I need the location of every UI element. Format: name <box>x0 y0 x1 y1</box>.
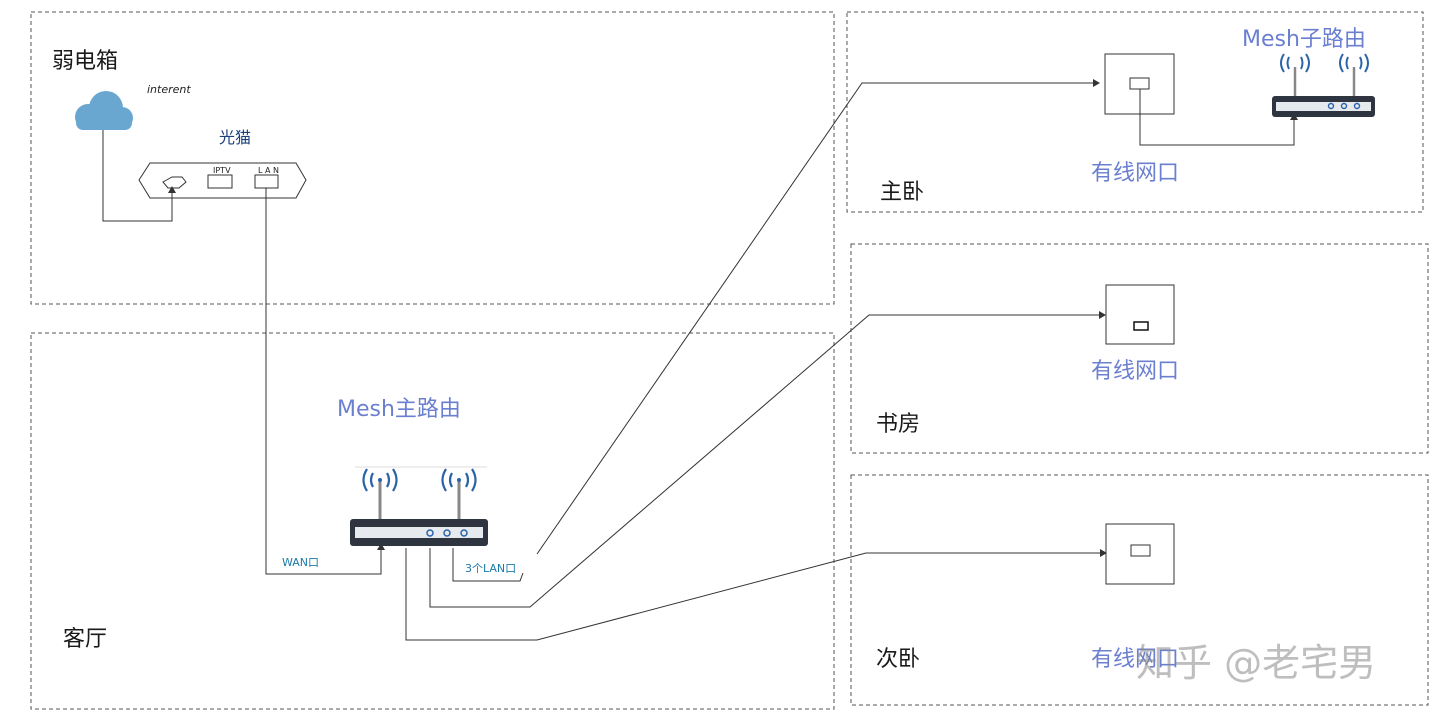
second-bedroom-area <box>850 474 1429 706</box>
room-label-master: 主卧 <box>880 180 924 205</box>
main-router-label: Mesh主路由 <box>337 397 461 422</box>
main-router-icon <box>350 519 488 546</box>
living-room-area <box>30 332 835 710</box>
arrow-head <box>1100 549 1107 557</box>
modem-lan-label: L A N <box>258 166 279 175</box>
sub-router-label: Mesh子路由 <box>1242 27 1366 52</box>
wall-socket-second <box>1105 523 1175 585</box>
modem-iptv-label: IPTV <box>213 166 231 175</box>
cable-to-second <box>405 548 1104 641</box>
weak-box-area <box>30 11 835 305</box>
main-router-antenna-right <box>441 468 477 520</box>
socket-label-second: 有线网口 <box>1091 647 1179 672</box>
modem-body <box>138 162 307 199</box>
room-label-second: 次卧 <box>876 647 920 672</box>
sub-router-icon <box>1272 96 1375 117</box>
socket-label-master: 有线网口 <box>1091 161 1179 186</box>
wifi-signal-icon <box>441 468 477 492</box>
arrow-head <box>168 186 176 193</box>
modem-iptv-port <box>207 174 233 189</box>
room-label-weak-box: 弱电箱 <box>52 49 118 74</box>
arrow-head <box>1093 79 1100 87</box>
cloud-icon <box>75 91 133 130</box>
study-area <box>850 243 1429 454</box>
internet-label: interent <box>147 83 191 96</box>
wifi-signal-icon <box>1280 53 1310 73</box>
room-label-study: 书房 <box>876 412 920 437</box>
socket-port-icon <box>1130 544 1151 557</box>
socket-port-icon <box>1133 321 1149 331</box>
modem-wan-port-icon <box>162 176 187 189</box>
watermark: 知乎 @老宅男 <box>1136 641 1376 685</box>
cable-to-study <box>429 314 1103 608</box>
sub-router-antenna-right <box>1339 53 1369 98</box>
cable-socket-sub-router <box>1139 89 1295 146</box>
wall-socket-study <box>1105 284 1175 345</box>
cable-internet-modem <box>102 130 173 222</box>
main-router-antenna-left <box>362 468 398 520</box>
arrow-head <box>377 543 385 550</box>
lan-ports-label: 3个LAN口 <box>465 562 516 575</box>
cable-to-master-long <box>536 82 1097 555</box>
wifi-signal-icon <box>1339 53 1369 73</box>
room-label-living: 客厅 <box>63 627 107 652</box>
cable-modem-router-wan <box>265 188 382 575</box>
sub-router-antenna-left <box>1280 53 1310 98</box>
wifi-signal-icon <box>362 468 398 492</box>
modem-label: 光猫 <box>219 128 251 147</box>
wan-port-label: WAN口 <box>282 556 319 569</box>
arrow-head <box>1099 311 1106 319</box>
socket-label-study: 有线网口 <box>1091 359 1179 384</box>
cable-to-master <box>452 548 524 582</box>
master-bedroom-area <box>846 11 1424 213</box>
